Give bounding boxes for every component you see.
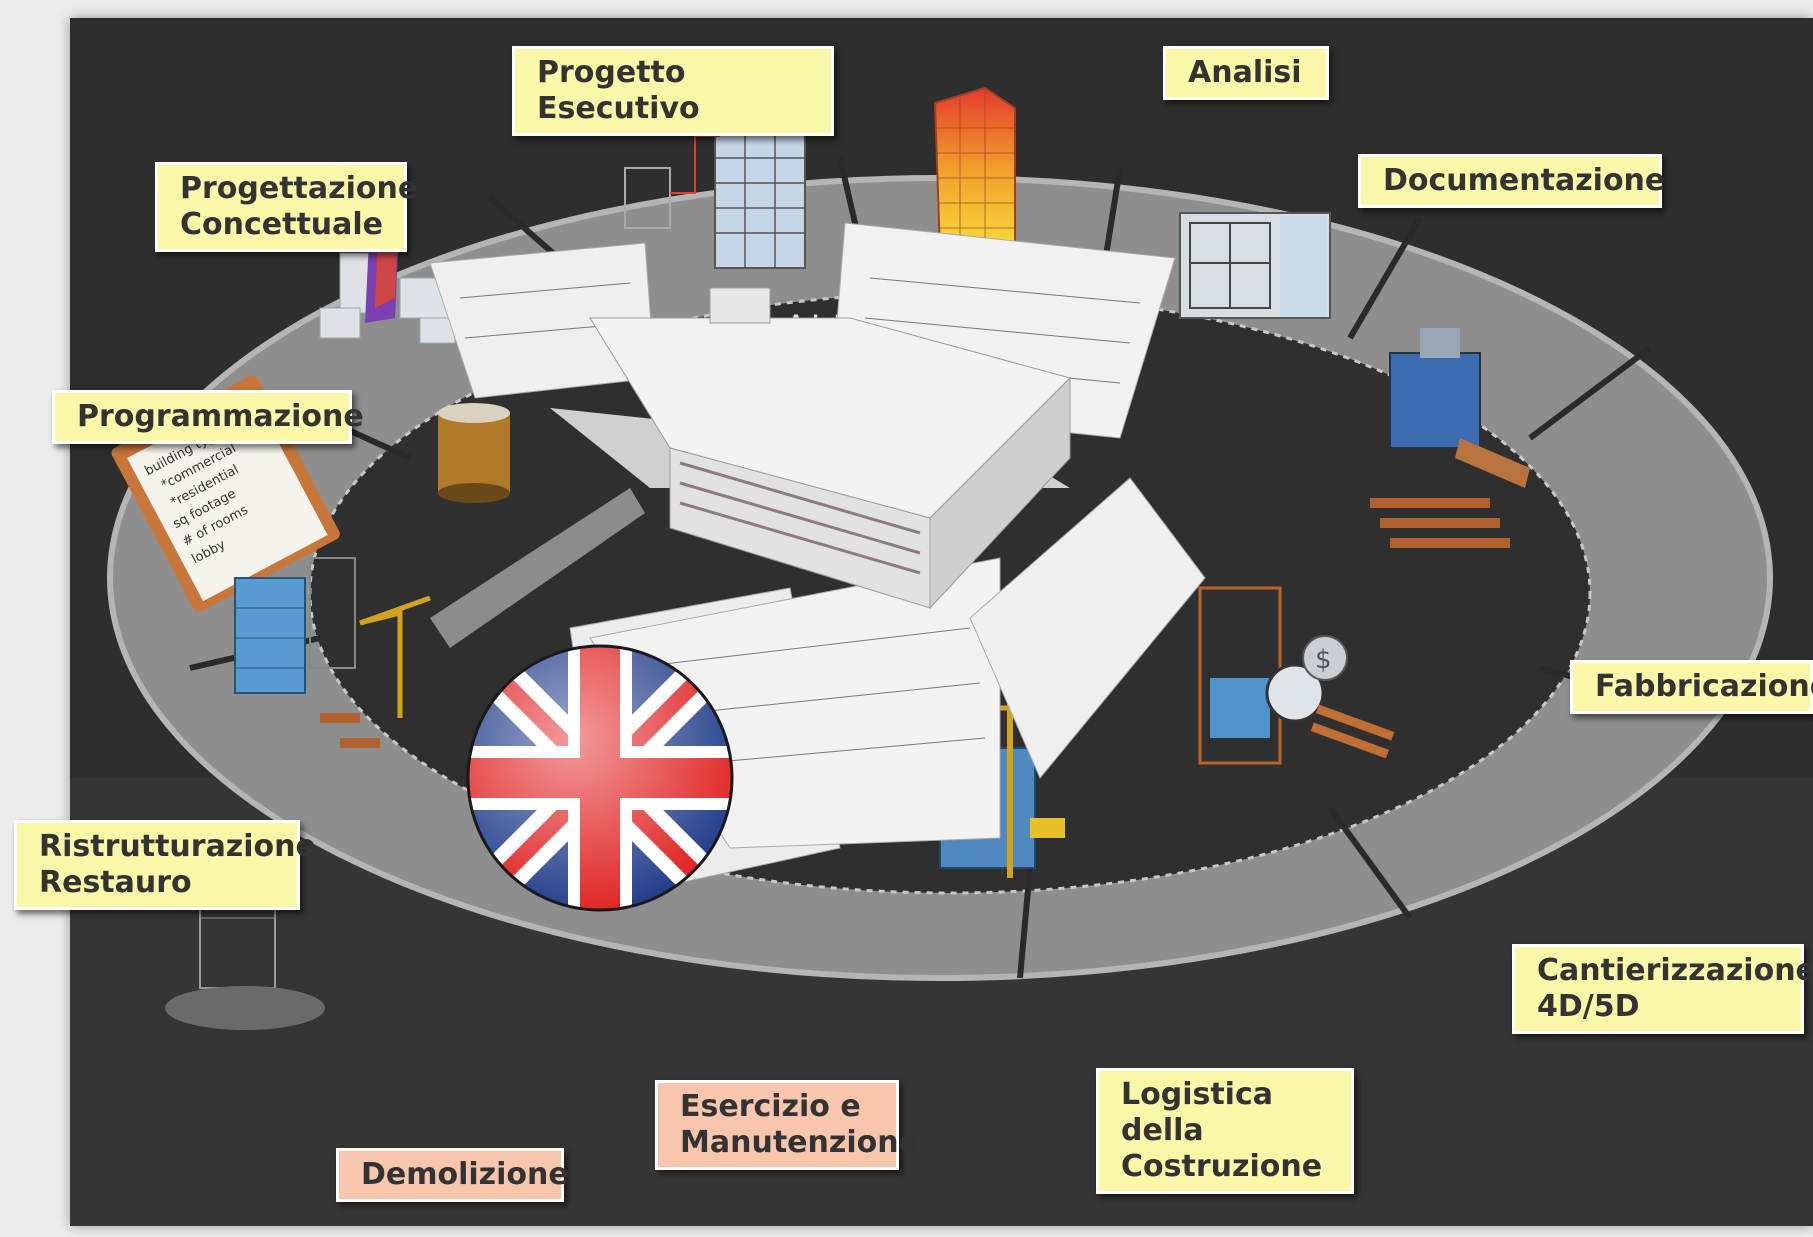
label-programmazione: Programmazione (52, 390, 364, 444)
label-progettazione-concettuale: Progettazione Concettuale (155, 162, 418, 252)
label-ristrutturazione-restauro: Ristrutturazione Restauro (14, 820, 316, 910)
diagram-frame: ALIZ (70, 18, 1813, 1226)
analysis-heatmap-icon (933, 86, 1016, 254)
construction-crane-icon (234, 557, 431, 748)
documentation-plan-icon (1179, 212, 1331, 319)
central-building-model-icon (550, 287, 1071, 610)
detailed-tower-icon (624, 127, 806, 269)
label-analisi: Analisi (1163, 46, 1329, 100)
label-documentazione: Documentazione (1358, 154, 1665, 208)
render-cylinder-icon (438, 403, 510, 503)
label-esercizio-manutenzione: Esercizio e Manutenzione (655, 1080, 919, 1170)
svg-text:$: $ (1315, 645, 1332, 675)
label-demolizione: Demolizione (336, 1148, 569, 1202)
label-fabbricazione: Fabbricazione (1570, 660, 1813, 714)
fabrication-machine-icon (1370, 328, 1530, 548)
label-cantierizzazione: Cantierizzazione 4D/5D (1512, 944, 1813, 1034)
diagram-canvas: ALIZ (70, 18, 1813, 1226)
label-logistica: Logistica della Costruzione (1096, 1068, 1354, 1194)
schedule-cost-icon: $ (1198, 586, 1395, 765)
uk-flag-icon[interactable] (460, 638, 740, 918)
label-progetto-esecutivo: Progetto Esecutivo (512, 46, 834, 136)
